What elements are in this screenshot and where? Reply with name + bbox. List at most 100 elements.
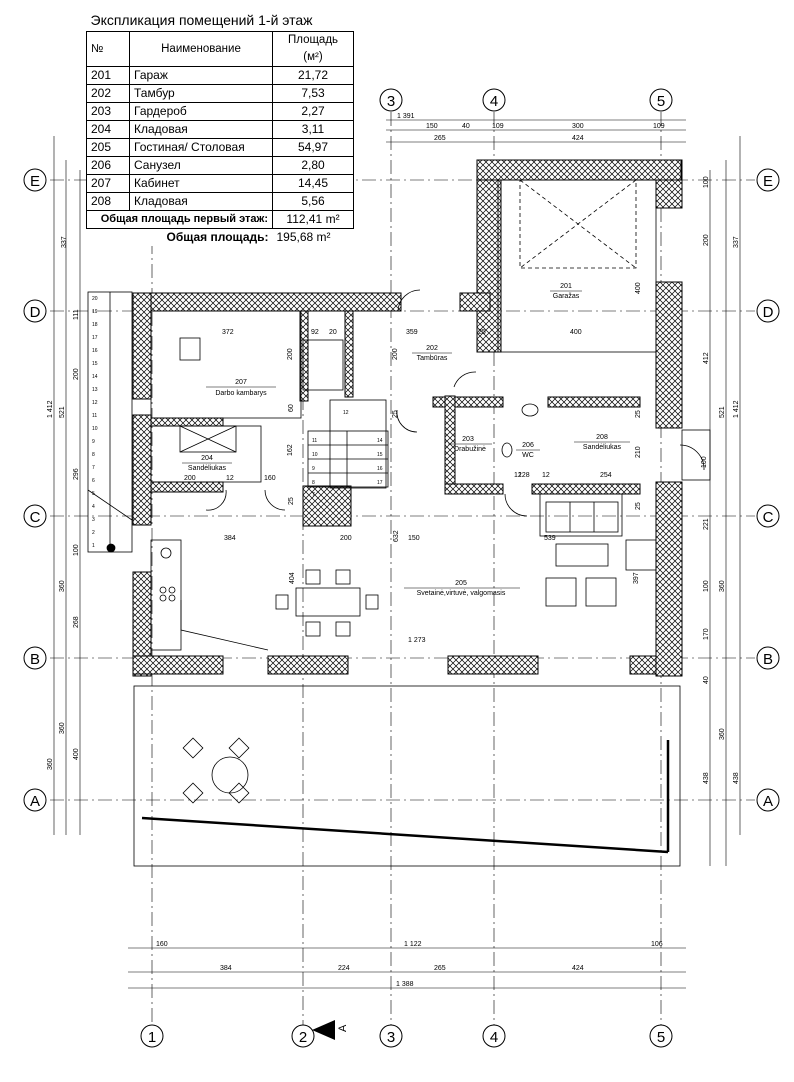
row-area: 21,72: [272, 66, 354, 85]
svg-text:200: 200: [287, 348, 294, 360]
svg-text:14: 14: [92, 374, 98, 380]
room-label-207: 207 Darbo kambarys: [206, 379, 276, 397]
svg-text:11: 11: [312, 438, 317, 444]
svg-text:C: C: [30, 509, 41, 526]
row-number: 205: [86, 138, 130, 157]
row-number: 203: [86, 102, 130, 121]
svg-text:12: 12: [343, 410, 349, 416]
svg-text:9: 9: [312, 466, 315, 472]
svg-text:424: 424: [572, 965, 584, 972]
svg-text:109: 109: [653, 123, 665, 130]
svg-text:14: 14: [377, 438, 383, 444]
svg-text:5: 5: [657, 1029, 665, 1046]
room-label-206: 206 WC: [516, 442, 540, 459]
svg-text:360: 360: [719, 728, 726, 740]
svg-text:3: 3: [387, 93, 395, 110]
header-area: Площадь (м²): [272, 31, 354, 67]
total-area-value: 195,68 m²: [276, 230, 331, 244]
svg-text:WC: WC: [522, 452, 534, 459]
svg-text:1 122: 1 122: [404, 941, 422, 948]
svg-text:Svetainė,virtuvė, valgomasis: Svetainė,virtuvė, valgomasis: [417, 590, 506, 597]
svg-text:300: 300: [572, 123, 584, 130]
svg-text:20: 20: [329, 329, 337, 336]
svg-text:221: 221: [703, 518, 710, 530]
svg-text:128: 128: [518, 472, 530, 479]
dimension-lines: [53, 119, 741, 989]
axis-bubble-bottom-4: [482, 1024, 506, 1048]
svg-text:360: 360: [719, 580, 726, 592]
svg-text:100: 100: [73, 544, 80, 556]
svg-text:60: 60: [288, 404, 295, 412]
svg-text:100: 100: [703, 580, 710, 592]
svg-text:B: B: [763, 651, 773, 668]
svg-text:11: 11: [92, 413, 97, 419]
header-number: №: [86, 31, 130, 67]
svg-text:109: 109: [492, 123, 504, 130]
axis-bubble-bottom-1: [140, 1024, 164, 1048]
svg-text:6: 6: [92, 478, 95, 484]
room-label-205: 205 Svetainė,virtuvė, valgomasis: [404, 580, 520, 597]
svg-text:D: D: [763, 304, 774, 321]
svg-text:1: 1: [148, 1029, 156, 1046]
axis-bubble-top-4: [482, 88, 506, 112]
svg-text:1 391: 1 391: [397, 113, 415, 120]
svg-text:25: 25: [478, 329, 486, 336]
room-label-201: 201 Garažas: [550, 283, 582, 300]
row-area: 54,97: [272, 138, 354, 157]
svg-text:397: 397: [633, 572, 640, 584]
section-mark: A: [312, 1020, 349, 1040]
row-number: 206: [86, 156, 130, 175]
svg-text:360: 360: [59, 722, 66, 734]
svg-text:384: 384: [220, 965, 232, 972]
svg-text:160: 160: [156, 941, 168, 948]
dimension-texts: 1 391 150 40 109 300 109 265 424 160 1 1…: [47, 113, 740, 988]
svg-text:17: 17: [92, 335, 98, 341]
svg-text:106: 106: [651, 941, 663, 948]
axis-bubble-top-3: [379, 88, 403, 112]
svg-text:25: 25: [392, 410, 399, 418]
row-name: Кабинет: [129, 174, 273, 193]
row-area: 14,45: [272, 174, 354, 193]
svg-text:19: 19: [92, 309, 98, 315]
svg-text:7: 7: [92, 465, 95, 471]
room-label-204: 204 Sandėliukas: [182, 455, 232, 472]
svg-text:632: 632: [393, 530, 400, 542]
row-name: Санузел: [129, 156, 273, 175]
svg-text:15: 15: [377, 452, 383, 458]
axis-bubbles: [23, 88, 780, 1048]
svg-text:10: 10: [312, 452, 318, 458]
svg-text:2: 2: [92, 530, 95, 536]
svg-text:12: 12: [542, 472, 550, 479]
svg-text:8: 8: [92, 452, 95, 458]
svg-text:438: 438: [703, 772, 710, 784]
svg-text:100: 100: [703, 176, 710, 188]
svg-text:200: 200: [703, 234, 710, 246]
row-name: Гардероб: [129, 102, 273, 121]
svg-text:13: 13: [92, 387, 98, 393]
svg-text:360: 360: [47, 758, 54, 770]
svg-text:5: 5: [657, 93, 665, 110]
svg-text:1 412: 1 412: [47, 400, 54, 418]
svg-text:3: 3: [92, 517, 95, 523]
svg-text:337: 337: [61, 236, 68, 248]
svg-text:16: 16: [92, 348, 98, 354]
svg-text:100: 100: [701, 456, 708, 468]
svg-text:C: C: [763, 509, 774, 526]
row-name: Тамбур: [129, 84, 273, 103]
svg-text:4: 4: [490, 93, 498, 110]
svg-text:521: 521: [719, 406, 726, 418]
svg-text:2: 2: [299, 1029, 307, 1046]
room-label-203: 203 Drabužinė: [448, 436, 492, 453]
svg-text:40: 40: [462, 123, 470, 130]
svg-text:92: 92: [311, 329, 319, 336]
svg-text:3: 3: [387, 1029, 395, 1046]
axis-bubble-bottom-2: [291, 1024, 315, 1048]
svg-text:Darbo kambarys: Darbo kambarys: [215, 390, 267, 397]
